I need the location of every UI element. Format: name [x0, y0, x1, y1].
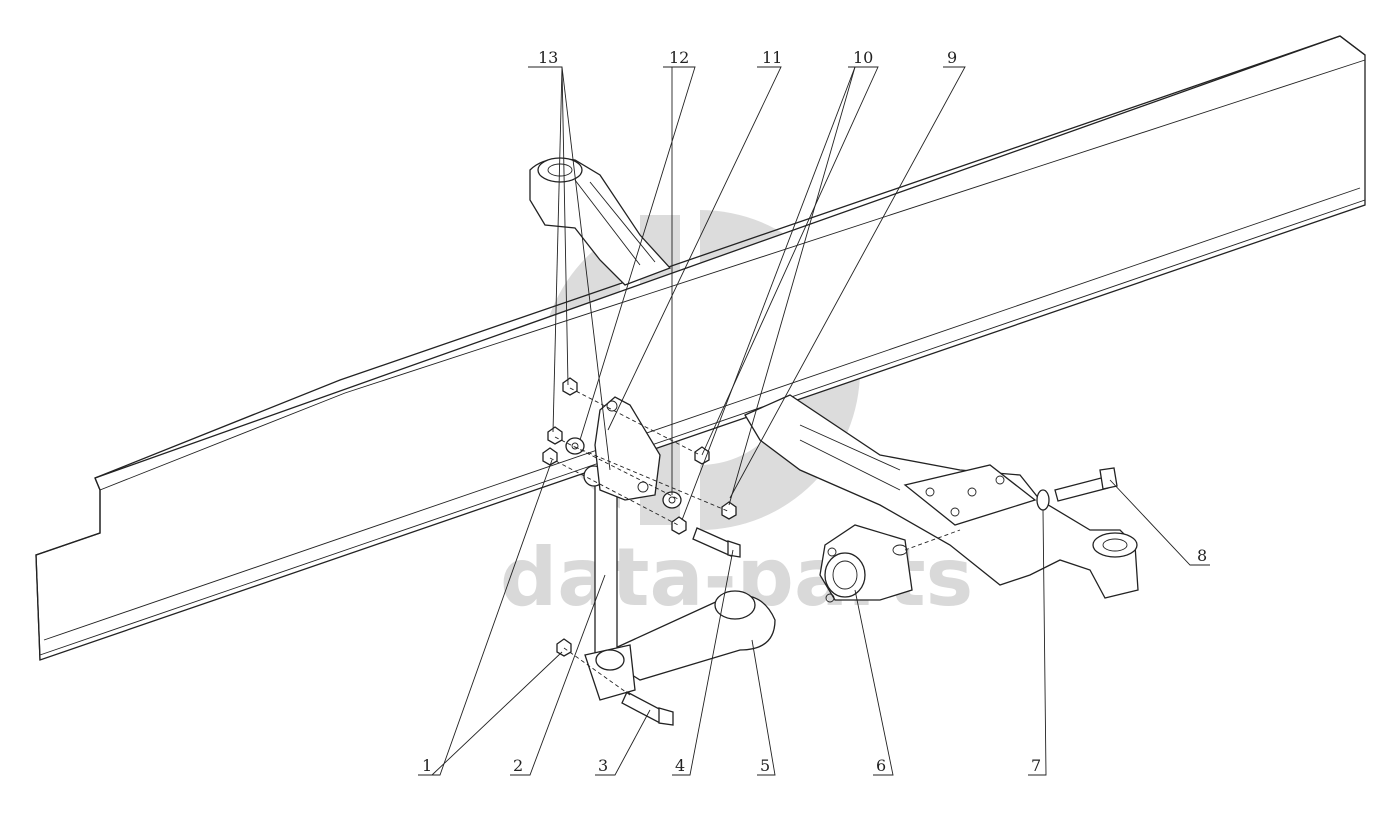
callout-6: 6 [876, 756, 886, 775]
callout-3: 3 [598, 756, 608, 775]
assembly-axes [549, 387, 961, 696]
callout-1: 1 [422, 756, 432, 775]
bolts [621, 467, 1118, 726]
stabilizer-bar [598, 590, 776, 681]
callout-5: 5 [760, 756, 770, 775]
washer-12a-icon [565, 437, 585, 455]
nut-10a-icon [694, 446, 710, 465]
nut-13b-icon [547, 426, 563, 445]
nut-10b-icon [721, 501, 737, 520]
washer-7-icon [1036, 489, 1050, 511]
frame-rail [35, 35, 1366, 661]
washer-12b-icon [662, 491, 682, 509]
callout-8: 8 [1197, 546, 1207, 565]
callout-13: 13 [538, 48, 558, 67]
nut-1-icon [556, 638, 572, 657]
nut-13c-icon [542, 447, 558, 466]
callout-4: 4 [675, 756, 685, 775]
callout-10: 10 [853, 48, 873, 67]
nut-13a-icon [562, 377, 578, 396]
callout-11: 11 [762, 48, 782, 67]
nut-10c-icon [671, 516, 687, 535]
callout-9: 9 [947, 48, 957, 67]
rear-spring-hanger [529, 157, 672, 286]
bolt-4-icon [692, 527, 741, 558]
bolt-3-icon [621, 691, 674, 726]
leader-lines [418, 66, 1210, 776]
fasteners [542, 377, 1050, 657]
bushing-clamp [819, 524, 913, 603]
callout-2: 2 [513, 756, 523, 775]
callout-labels: 1 2 3 4 5 6 7 8 9 10 11 12 13 [422, 48, 1207, 775]
callout-7: 7 [1031, 756, 1041, 775]
front-bracket [744, 394, 1139, 599]
bolt-8-icon [1054, 467, 1118, 502]
callout-12: 12 [669, 48, 689, 67]
